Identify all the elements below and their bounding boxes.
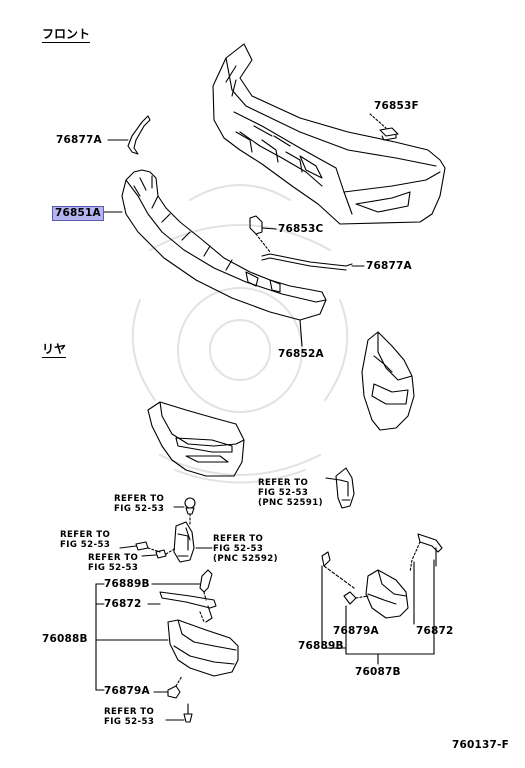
watermark-logo — [131, 184, 349, 484]
part-label-76879A-left[interactable]: 76879A — [104, 685, 150, 697]
part-label-76853F[interactable]: 76853F — [374, 100, 419, 112]
clip-fig-52-53-top — [173, 497, 196, 527]
refer-note-3[interactable]: REFER TO FIG 52-53 — [88, 553, 138, 573]
section-title-rear: リヤ — [42, 342, 67, 358]
refer-note-4-line3: (PNC 52592) — [213, 554, 278, 564]
refer-note-5-pnc-52591[interactable]: REFER TO FIG 52-53 (PNC 52591) — [258, 478, 323, 508]
rear-right-extension-76087B — [365, 569, 409, 619]
refer-note-2-line2: FIG 52-53 — [60, 540, 111, 550]
refer-note-4-line1: REFER TO — [213, 534, 264, 544]
clip-76853F — [369, 113, 399, 141]
rear-left-extension-76088B — [167, 619, 239, 677]
rear-right-retainer-76889B — [321, 551, 355, 589]
refer-note-3-line1: REFER TO — [88, 553, 139, 563]
part-label-76088B[interactable]: 76088B — [42, 633, 88, 645]
front-bumper-cover — [212, 43, 446, 225]
part-label-76879A-right[interactable]: 76879A — [333, 625, 379, 637]
part-label-76872-right[interactable]: 76872 — [416, 625, 454, 637]
part-label-76889B-right[interactable]: 76889B — [298, 640, 344, 652]
refer-note-6-line2: FIG 52-53 — [104, 717, 155, 727]
rear-right-clip-76879A — [343, 591, 369, 605]
refer-note-5-line3: (PNC 52591) — [258, 498, 323, 508]
part-label-76877A-top[interactable]: 76877A — [56, 134, 102, 146]
callout-tree-76087B — [321, 559, 435, 665]
part-label-76851A-highlighted[interactable]: 76851A — [52, 206, 104, 221]
bracket-76877A-top — [107, 115, 151, 155]
section-title-front: フロント — [42, 27, 91, 43]
rear-bumper-corner-right — [361, 331, 415, 431]
refer-note-4-pnc-52592[interactable]: REFER TO FIG 52-53 (PNC 52592) — [213, 534, 278, 564]
refer-note-6-line1: REFER TO — [104, 707, 155, 717]
part-label-76853C[interactable]: 76853C — [278, 223, 324, 235]
refer-note-1[interactable]: REFER TO FIG 52-53 — [114, 494, 164, 514]
refer-note-2[interactable]: REFER TO FIG 52-53 — [60, 530, 110, 550]
rear-left-clip-76879A — [153, 675, 183, 699]
screw-fig-52-53-bottom — [165, 703, 193, 723]
refer-note-6[interactable]: REFER TO FIG 52-53 — [104, 707, 154, 727]
refer-note-5-line2: FIG 52-53 — [258, 488, 309, 498]
front-reinforcement-76851A — [101, 169, 327, 321]
part-label-76877A-mid[interactable]: 76877A — [366, 260, 412, 272]
refer-note-1-line2: FIG 52-53 — [114, 504, 165, 514]
refer-note-4-line2: FIG 52-53 — [213, 544, 264, 554]
refer-note-3-line2: FIG 52-53 — [88, 563, 139, 573]
refer-note-2-line1: REFER TO — [60, 530, 111, 540]
rear-right-bracket-76872 — [409, 533, 443, 573]
rear-left-retainer-76889B — [151, 569, 213, 601]
bracket-76877A-mid — [261, 253, 365, 271]
callout-tree-76088B — [95, 583, 169, 691]
bracket-pnc-52591 — [325, 467, 355, 509]
figure-id: 760137-F — [452, 739, 509, 751]
clip-76853C — [249, 215, 277, 253]
refer-note-5-line1: REFER TO — [258, 478, 309, 488]
rear-left-bracket-76872 — [147, 591, 217, 623]
bracket-pnc-52592 — [173, 521, 213, 563]
rear-bumper-center — [147, 401, 245, 477]
part-label-76872-left[interactable]: 76872 — [104, 598, 142, 610]
part-label-76087B[interactable]: 76087B — [355, 666, 401, 678]
refer-note-1-line1: REFER TO — [114, 494, 165, 504]
bolts-left — [119, 541, 177, 559]
part-label-76889B-left[interactable]: 76889B — [104, 578, 150, 590]
part-label-76852A[interactable]: 76852A — [278, 348, 324, 360]
